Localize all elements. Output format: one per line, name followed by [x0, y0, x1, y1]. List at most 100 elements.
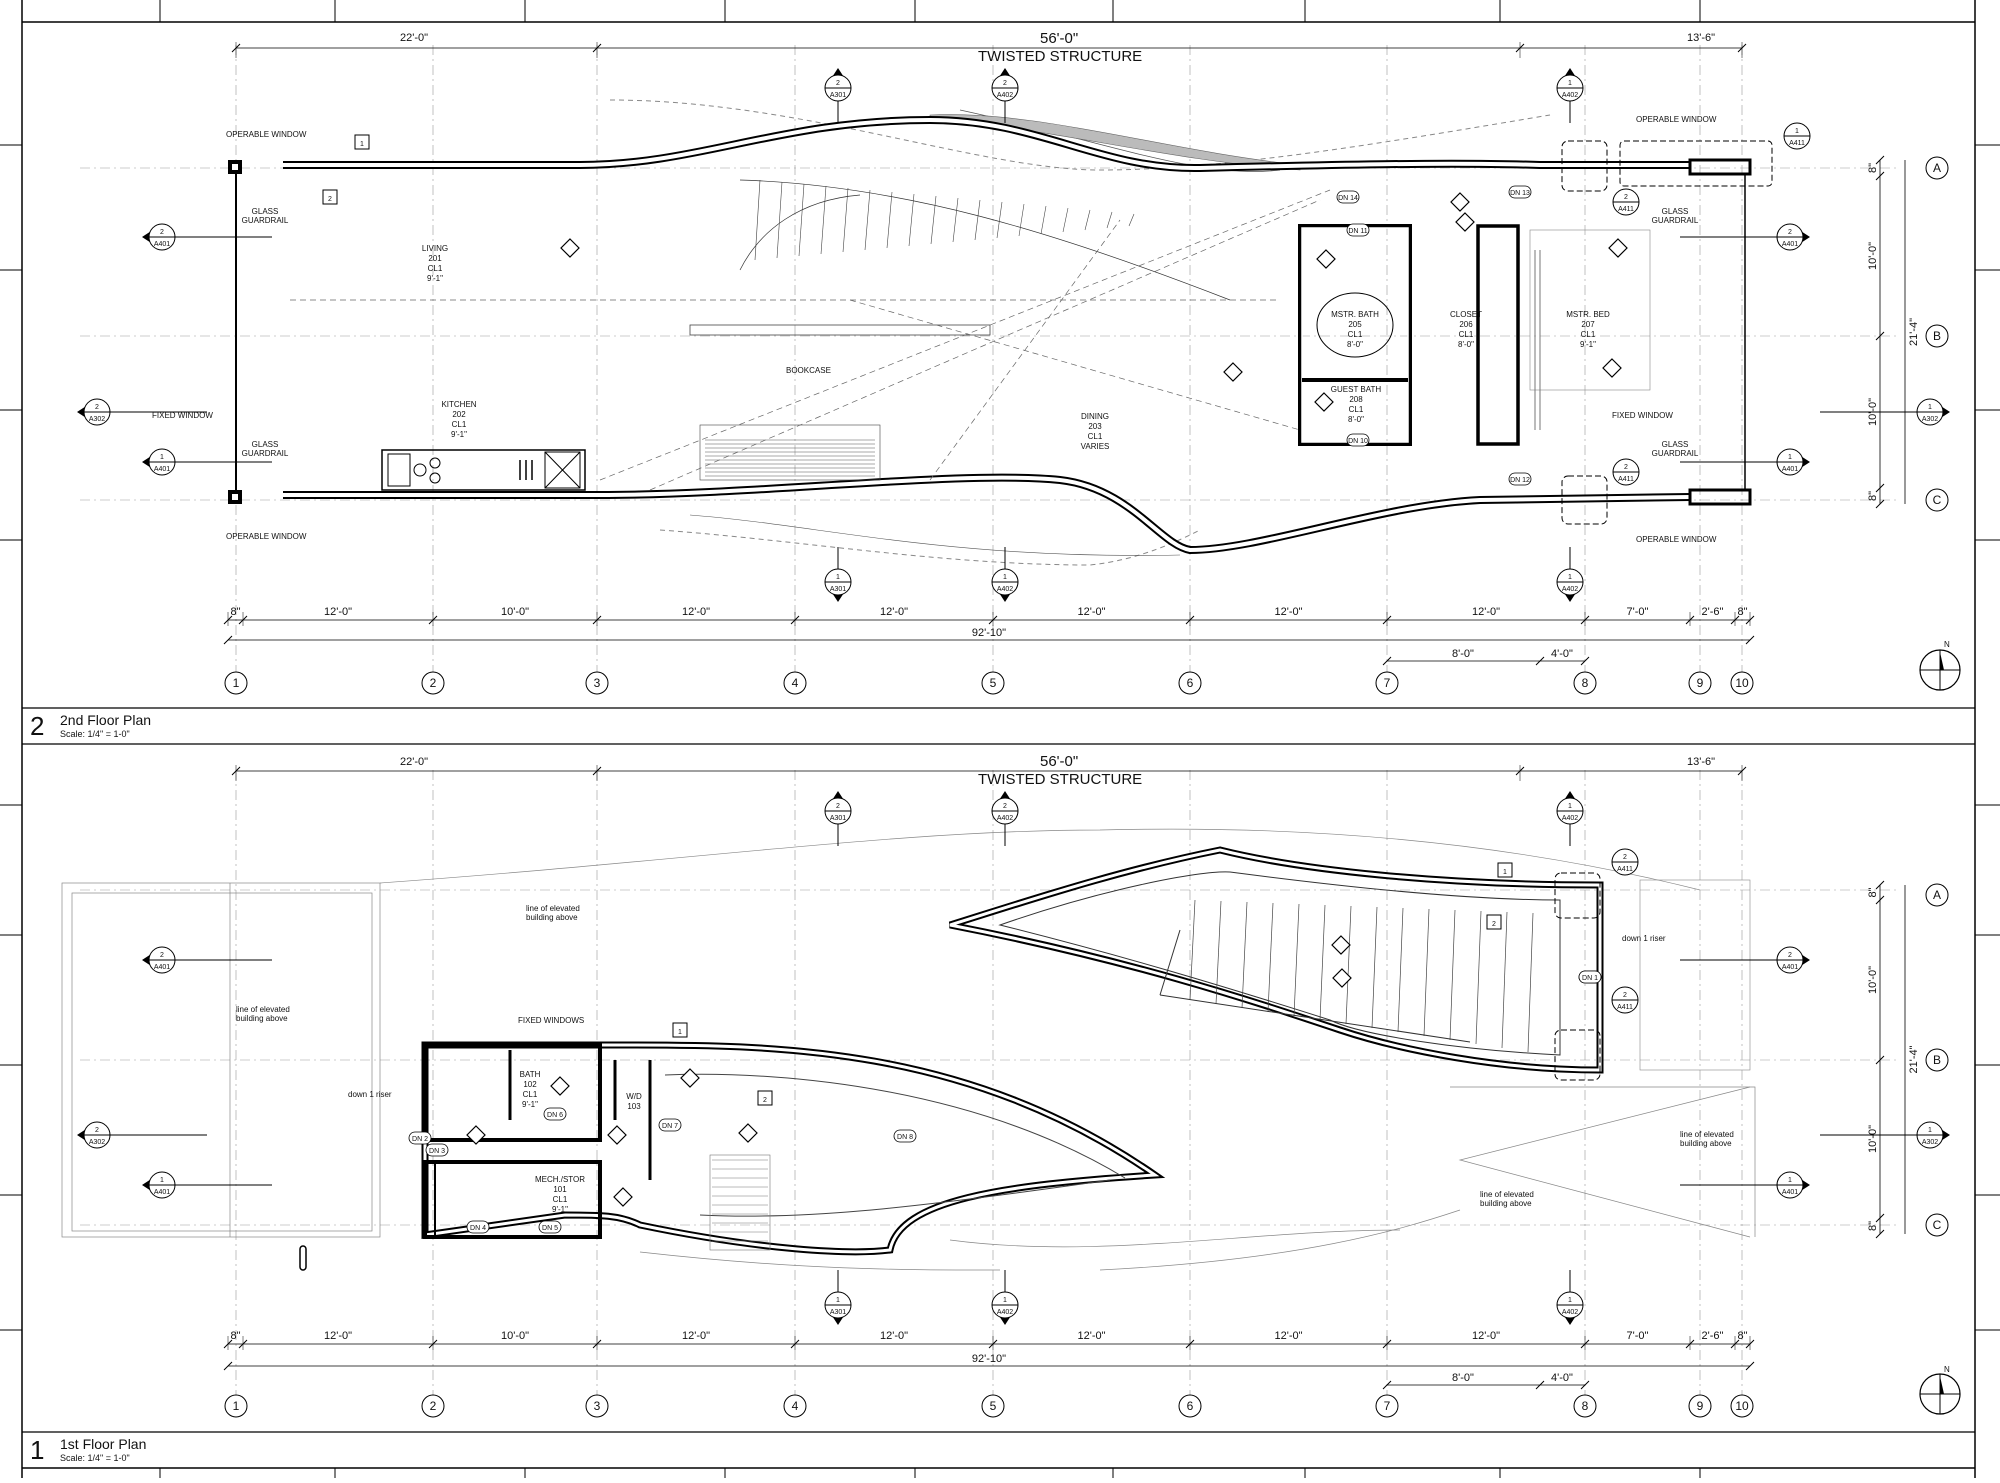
finish-diamond-tag [1602, 358, 1622, 378]
svg-text:A402: A402 [997, 1309, 1013, 1316]
svg-text:2: 2 [1788, 229, 1792, 236]
svg-text:1: 1 [1503, 869, 1507, 876]
dim-span: 8" [1737, 1330, 1747, 1342]
north-arrow-icon [1919, 1373, 1961, 1415]
svg-text:2: 2 [160, 952, 164, 959]
finish-diamond-tag [613, 1187, 633, 1207]
svg-text:8: 8 [1582, 676, 1589, 690]
svg-text:2: 2 [1624, 194, 1628, 201]
svg-text:A411: A411 [1617, 866, 1633, 873]
svg-text:A402: A402 [997, 92, 1013, 99]
svg-text:1: 1 [160, 454, 164, 461]
dim-span: 12'-0" [682, 1330, 710, 1342]
door-tag: DN 6 [543, 1107, 567, 1121]
svg-text:10: 10 [1735, 676, 1749, 690]
svg-text:2: 2 [430, 1399, 437, 1413]
svg-text:1: 1 [1795, 128, 1799, 135]
svg-text:1: 1 [836, 1297, 840, 1304]
svg-text:4: 4 [792, 676, 799, 690]
door-tag: DN 11 [1346, 223, 1370, 237]
grid-bubble-8: 8 [1573, 1394, 1597, 1418]
grid-bubble-8: 8 [1573, 671, 1597, 695]
dim-span: 12'-0" [880, 1330, 908, 1342]
grid-bubble-4: 4 [783, 671, 807, 695]
svg-text:A301: A301 [830, 1309, 846, 1316]
grid-bubble-5: 5 [981, 671, 1005, 695]
svg-text:2: 2 [1623, 854, 1627, 861]
svg-text:2: 2 [763, 1097, 767, 1104]
svg-text:A401: A401 [154, 1189, 170, 1196]
svg-text:1: 1 [1003, 574, 1007, 581]
svg-text:DN 5: DN 5 [542, 1225, 558, 1232]
dim-vertical: 8" [1867, 491, 1879, 501]
svg-text:A301: A301 [830, 92, 846, 99]
svg-text:A301: A301 [830, 586, 846, 593]
svg-text:9: 9 [1697, 1399, 1704, 1413]
svg-text:2: 2 [328, 196, 332, 203]
svg-text:10: 10 [1735, 1399, 1749, 1413]
svg-text:A302: A302 [1922, 416, 1938, 423]
dim-span: 12'-0" [1472, 606, 1500, 618]
svg-text:C: C [1933, 493, 1942, 507]
dim-total: 92'-10" [972, 627, 1006, 639]
key-note-box: 2 [757, 1090, 773, 1106]
svg-text:A: A [1933, 161, 1941, 175]
finish-diamond-tag [1450, 192, 1470, 212]
dim-span: 12'-0" [1274, 606, 1302, 618]
grid-bubble-6: 6 [1178, 671, 1202, 695]
grid-bubble-3: 3 [585, 1394, 609, 1418]
svg-text:A411: A411 [1618, 476, 1634, 483]
svg-text:1: 1 [233, 1399, 240, 1413]
finish-diamond-tag [550, 1076, 570, 1096]
svg-text:DN 2: DN 2 [412, 1136, 428, 1143]
door-tag: DN 5 [538, 1220, 562, 1234]
svg-text:5: 5 [990, 676, 997, 690]
svg-text:A301: A301 [830, 815, 846, 822]
finish-diamond-tag [1455, 212, 1475, 232]
svg-text:DN 10: DN 10 [1348, 438, 1368, 445]
svg-text:DN 6: DN 6 [547, 1112, 563, 1119]
dim-span: 10'-0" [501, 606, 529, 618]
dim-vertical: 8" [1867, 887, 1879, 897]
svg-text:2: 2 [1788, 952, 1792, 959]
svg-text:A302: A302 [1922, 1139, 1938, 1146]
dim-span: 12'-0" [1077, 1330, 1105, 1342]
grid-bubble-9: 9 [1688, 671, 1712, 695]
svg-text:7: 7 [1384, 1399, 1391, 1413]
grid-bubble-4: 4 [783, 1394, 807, 1418]
grid-bubble-10: 10 [1730, 671, 1754, 695]
svg-text:DN 4: DN 4 [470, 1225, 486, 1232]
svg-text:A: A [1933, 888, 1941, 902]
finish-diamond-tag [738, 1123, 758, 1143]
grid-bubble-5: 5 [981, 1394, 1005, 1418]
svg-text:2: 2 [160, 229, 164, 236]
svg-text:DN 11: DN 11 [1348, 228, 1367, 235]
dim-vertical: 8" [1867, 163, 1879, 173]
svg-text:2: 2 [430, 676, 437, 690]
svg-text:A401: A401 [154, 964, 170, 971]
row-bubble-C: C [1925, 1213, 1949, 1237]
dim-span: 7'-0" [1627, 1330, 1649, 1342]
svg-text:A302: A302 [89, 416, 105, 423]
svg-text:DN 14: DN 14 [1338, 195, 1358, 202]
svg-text:B: B [1933, 1053, 1941, 1067]
grid-bubble-2: 2 [421, 1394, 445, 1418]
svg-text:2: 2 [1003, 803, 1007, 810]
svg-text:DN 1: DN 1 [1582, 975, 1598, 982]
dim-sub-a: 8'-0" [1452, 1372, 1474, 1384]
grid-bubble-3: 3 [585, 671, 609, 695]
sheet-frame [21, 0, 1976, 1478]
dim-vertical: 10'-0" [1867, 966, 1879, 994]
dim-vertical-total: 21'-4" [1908, 318, 1920, 346]
svg-text:8: 8 [1582, 1399, 1589, 1413]
svg-text:2: 2 [1003, 80, 1007, 87]
